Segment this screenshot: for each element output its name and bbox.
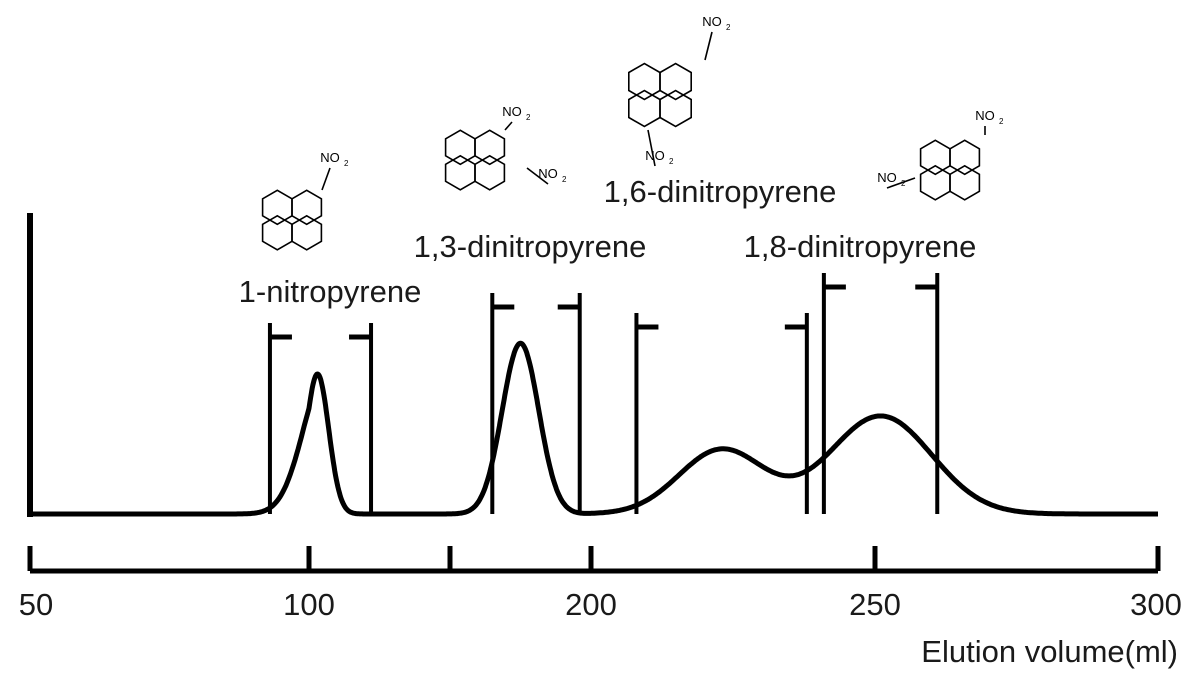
x-tick-label: 50 — [19, 587, 53, 622]
no2-label: NO — [538, 166, 558, 181]
no2-label: NO — [975, 108, 995, 123]
x-tick-label: 300 — [1130, 587, 1182, 622]
x-axis-ticks — [27, 546, 1161, 571]
no2-label: NO — [320, 150, 340, 165]
x-tick-label: 250 — [849, 587, 901, 622]
subscript-2: 2 — [726, 23, 731, 32]
no2-label: NO — [702, 14, 722, 29]
x-axis-title: Elution volume(ml) — [921, 634, 1178, 669]
fraction-bracket — [490, 293, 582, 514]
peak-label: 1,6-dinitropyrene — [604, 174, 837, 209]
x-tick-label: 200 — [565, 587, 617, 622]
subscript-2: 2 — [526, 113, 531, 122]
subscript-2: 2 — [901, 179, 906, 188]
peak-label: 1,3-dinitropyrene — [414, 229, 647, 264]
fraction-bracket — [821, 273, 940, 514]
peak-label: 1,8-dinitropyrene — [744, 229, 977, 264]
x-axis-tick-labels: 50 100 200 250 300 — [19, 587, 1182, 622]
subscript-2: 2 — [999, 117, 1004, 126]
structure-1-nitropyrene: NO 2 — [261, 150, 349, 251]
fraction-brackets — [267, 273, 940, 514]
no2-label: NO — [645, 148, 665, 163]
peak-labels: 1-nitropyrene 1,3-dinitropyrene 1,6-dinitr… — [239, 174, 977, 309]
fraction-bracket — [634, 313, 809, 514]
no2-label: NO — [502, 104, 522, 119]
subscript-2: 2 — [562, 175, 567, 184]
no2-label: NO — [877, 170, 897, 185]
subscript-2: 2 — [669, 157, 674, 166]
subscript-2: 2 — [344, 159, 349, 168]
chromatogram-trace — [29, 340, 1159, 517]
fraction-bracket — [267, 323, 374, 514]
x-tick-label: 100 — [283, 587, 335, 622]
peak-label: 1-nitropyrene — [239, 274, 422, 309]
